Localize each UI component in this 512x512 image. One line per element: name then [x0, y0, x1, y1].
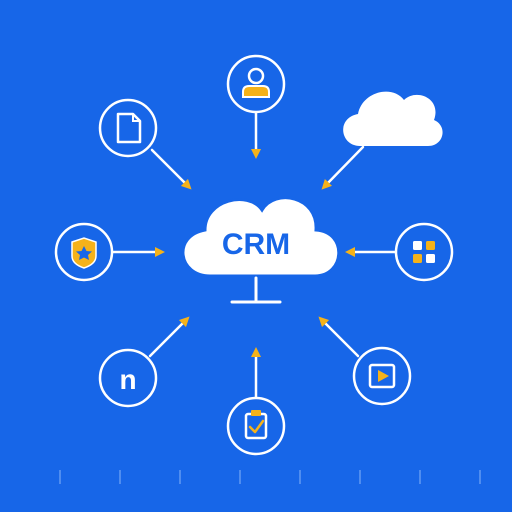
hub-label: CRM	[222, 228, 290, 261]
letter-n-icon: n	[119, 364, 136, 395]
play-icon	[368, 363, 396, 389]
bottom-decoration	[59, 470, 481, 484]
connector-documents	[150, 148, 192, 190]
grid-apps-icon	[413, 241, 435, 263]
hub-cloud-icon	[181, 196, 341, 278]
node-documents	[98, 98, 158, 158]
node-apps	[394, 222, 454, 282]
node-user	[226, 54, 286, 114]
monitor-stand-icon	[230, 276, 282, 304]
connector-video	[318, 316, 360, 358]
connector-brand	[148, 316, 190, 358]
node-tasks	[226, 396, 286, 456]
document-icon	[116, 112, 142, 144]
shield-badge-icon	[71, 237, 97, 269]
clipboard-check-icon	[244, 410, 268, 440]
connector-cloud-storage	[321, 145, 365, 190]
node-security	[54, 222, 114, 282]
node-brand: n	[98, 348, 158, 408]
cloud-icon	[343, 91, 443, 146]
node-cloud-storage	[343, 91, 443, 146]
user-icon	[242, 67, 270, 98]
crm-hub: CRM	[181, 196, 341, 304]
node-video	[352, 346, 412, 406]
